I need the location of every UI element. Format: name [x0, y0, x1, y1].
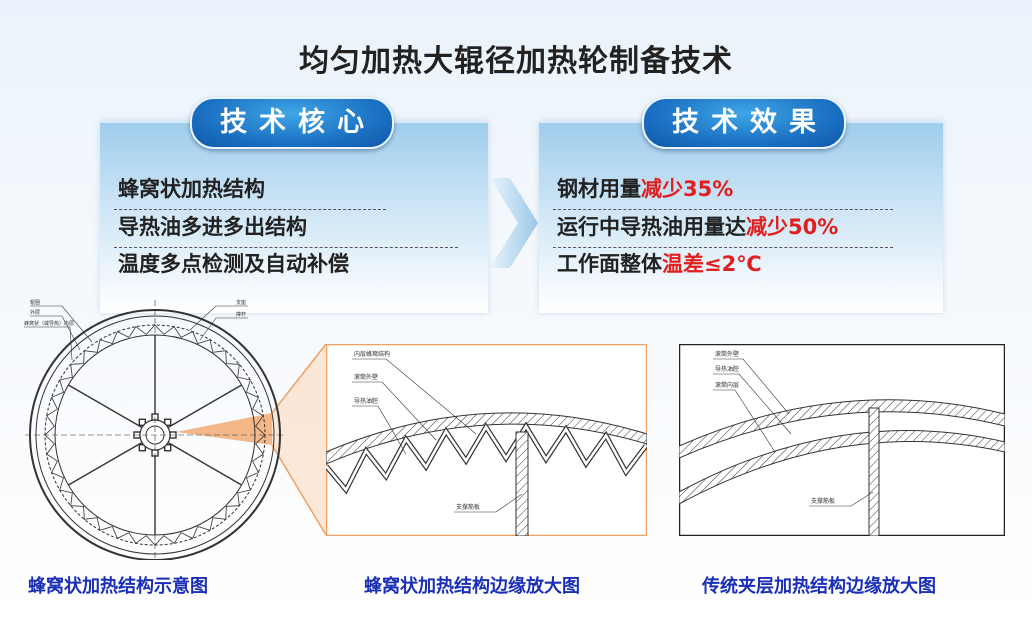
core-divider	[114, 209, 386, 210]
traditional-zoom-diagram: 滚筒外壁 导热油腔 滚筒内层 支撑筋板	[679, 344, 1005, 536]
zoom-label: 内层蜂窝结构	[354, 350, 390, 358]
tech-effect-panel: 技术效果 钢材用量减少35% 运行中导热油用量达减少50% 工作面整体温差≤2℃	[539, 97, 943, 313]
caption-wheel: 蜂窝状加热结构示意图	[28, 576, 208, 597]
tech-core-panel: 技术核心 蜂窝状加热结构 导热油多进多出结构 温度多点检测及自动补偿	[100, 97, 488, 313]
caption-honeycomb-zoom: 蜂窝状加热结构边缘放大图	[364, 576, 580, 597]
page-title: 均匀加热大辊径加热轮制备技术	[299, 44, 733, 79]
effect-item-temperature: 工作面整体温差≤2℃	[557, 248, 762, 278]
tech-core-badge: 技术核心	[190, 97, 394, 149]
wheel-label: 外层	[30, 309, 40, 316]
wheel-label: 撑杆	[236, 311, 246, 318]
chevron-right-arrow	[490, 178, 538, 268]
zoom-label: 支撑筋板	[811, 497, 835, 505]
zoom-projection	[272, 344, 326, 535]
effect-divider	[553, 209, 893, 210]
core-divider	[114, 247, 458, 248]
wheel-drawing	[25, 300, 285, 560]
wheel-label: 支座	[236, 299, 246, 306]
effect-item-highlight: 减少35%	[641, 177, 734, 201]
core-item-temperature: 温度多点检测及自动补偿	[118, 252, 349, 276]
wheel-schematic: 辊圈 外层 蜂窝状（或导热）内层 支座 撑杆	[24, 299, 327, 560]
effect-item-oil: 运行中导热油用量达减少50%	[557, 211, 838, 241]
core-item-oil-flow: 导热油多进多出结构	[118, 215, 307, 239]
effect-item-highlight: 减少50%	[746, 215, 839, 239]
zoom-label: 滚筒外壁	[715, 350, 739, 358]
tech-effect-badge: 技术效果	[642, 97, 846, 149]
effect-item-text: 钢材用量	[557, 177, 641, 201]
caption-traditional-zoom: 传统夹层加热结构边缘放大图	[702, 576, 936, 597]
zoom-cone	[176, 413, 272, 445]
effect-item-steel: 钢材用量减少35%	[557, 173, 733, 203]
wheel-label: 蜂窝状（或导热）内层	[24, 320, 74, 327]
effect-item-text: 运行中导热油用量达	[557, 215, 746, 239]
effect-item-text: 工作面整体	[557, 252, 662, 276]
wheel-label: 辊圈	[30, 299, 40, 306]
zoom-label: 滚筒内层	[715, 381, 739, 389]
honeycomb-zoom-diagram: 内层蜂窝结构 滚筒外壁 导热油腔 支撑筋板	[326, 344, 647, 536]
effect-item-highlight: 温差≤2℃	[662, 252, 762, 276]
zoom-label: 滚筒外壁	[354, 373, 378, 381]
effect-divider	[553, 247, 893, 248]
zoom-label: 导热油腔	[715, 365, 739, 373]
zoom-label: 导热油腔	[354, 397, 378, 405]
core-item-honeycomb: 蜂窝状加热结构	[118, 177, 265, 201]
zoom-label: 支撑筋板	[456, 503, 480, 511]
